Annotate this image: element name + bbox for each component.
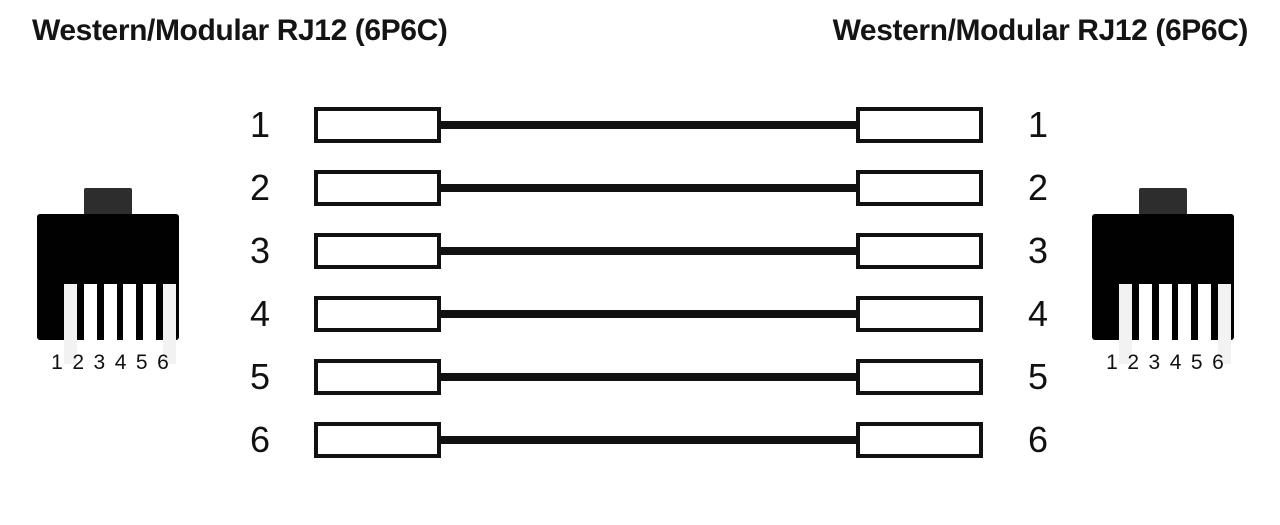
right-pin-number: 5	[1027, 356, 1049, 397]
jack-pin-number: 4	[1169, 351, 1182, 374]
jack-pin-slot	[1178, 284, 1192, 364]
right-pin-pad	[856, 233, 983, 269]
jack-pin-number: 1	[51, 351, 63, 374]
left-pin-number: 2	[249, 167, 271, 208]
wiring-row: 6 6	[0, 418, 1280, 462]
jack-pin-number: 3	[93, 351, 106, 374]
jack-latch-tab-icon	[84, 188, 132, 216]
left-pin-pad	[314, 233, 441, 269]
wire-connection	[437, 247, 860, 255]
jack-pin-slots	[1119, 284, 1231, 364]
right-pin-number: 6	[1027, 419, 1049, 460]
jack-pin-slot	[1138, 284, 1152, 364]
right-pin-pad	[856, 296, 983, 332]
wiring-row: 4 4	[0, 292, 1280, 336]
jack-pin-number: 5	[135, 351, 148, 374]
left-pin-number: 3	[249, 230, 271, 271]
wiring-row: 2 2	[0, 166, 1280, 210]
right-pin-pad	[856, 422, 983, 458]
jack-pin-slot	[1158, 284, 1172, 364]
wire-connection	[437, 184, 860, 192]
jack-pin-slot	[64, 284, 77, 364]
jack-pin-number: 2	[72, 351, 85, 374]
wire-connection	[437, 310, 860, 318]
wiring-row: 1 1	[0, 103, 1280, 147]
right-pin-number: 1	[1027, 104, 1049, 145]
jack-pin-number: 2	[1127, 351, 1140, 374]
right-pin-number: 2	[1027, 167, 1049, 208]
wiring-row: 5 5	[0, 355, 1280, 399]
left-pin-pad	[314, 359, 441, 395]
jack-pin-number: 6	[157, 351, 169, 374]
left-connector-title: Western/Modular RJ12 (6P6C)	[32, 14, 448, 47]
left-pin-pad	[314, 296, 441, 332]
wire-connection	[437, 373, 860, 381]
jack-pin-number: 5	[1190, 351, 1203, 374]
pin-wiring-map: 1 1 2 2 3 3 4 4 5 5 6 6	[0, 95, 1280, 475]
right-connector-title: Western/Modular RJ12 (6P6C)	[832, 14, 1249, 47]
wire-connection	[437, 436, 860, 444]
right-pin-number: 3	[1027, 230, 1049, 271]
jack-pin-slots	[64, 284, 176, 364]
jack-pin-slot	[1119, 284, 1132, 364]
jack-pin-number: 1	[1106, 351, 1118, 374]
left-rj12-jack-illustration: 1 2 3 4 5 6	[28, 188, 188, 388]
jack-body-icon	[1092, 214, 1234, 364]
jack-pin-slot	[103, 284, 117, 364]
right-pin-number: 4	[1027, 293, 1049, 334]
jack-pin-number: 6	[1212, 351, 1224, 374]
right-pin-pad	[856, 170, 983, 206]
jack-latch-tab-icon	[1139, 188, 1187, 216]
jack-pin-slot	[162, 284, 176, 364]
left-pin-pad	[314, 422, 441, 458]
jack-pin-slot	[123, 284, 137, 364]
jack-pin-slot	[1198, 284, 1212, 364]
right-rj12-jack-illustration: 1 2 3 4 5 6	[1083, 188, 1243, 388]
left-pin-pad	[314, 170, 441, 206]
jack-pin-number: 3	[1148, 351, 1161, 374]
right-pin-pad	[856, 107, 983, 143]
jack-pin-slot	[83, 284, 97, 364]
left-pin-number: 6	[249, 419, 271, 460]
wiring-row: 3 3	[0, 229, 1280, 273]
jack-pin-slot	[143, 284, 157, 364]
jack-pin-number: 4	[114, 351, 127, 374]
wire-connection	[437, 121, 860, 129]
left-pin-number: 1	[249, 104, 271, 145]
left-pin-pad	[314, 107, 441, 143]
jack-pin-slot	[1217, 284, 1231, 364]
jack-body-icon	[37, 214, 179, 364]
left-pin-number: 4	[249, 293, 271, 334]
left-pin-number: 5	[249, 356, 271, 397]
right-jack-pin-number-labels: 1 2 3 4 5 6	[1105, 350, 1225, 376]
right-pin-pad	[856, 359, 983, 395]
left-jack-pin-number-labels: 1 2 3 4 5 6	[50, 350, 170, 376]
